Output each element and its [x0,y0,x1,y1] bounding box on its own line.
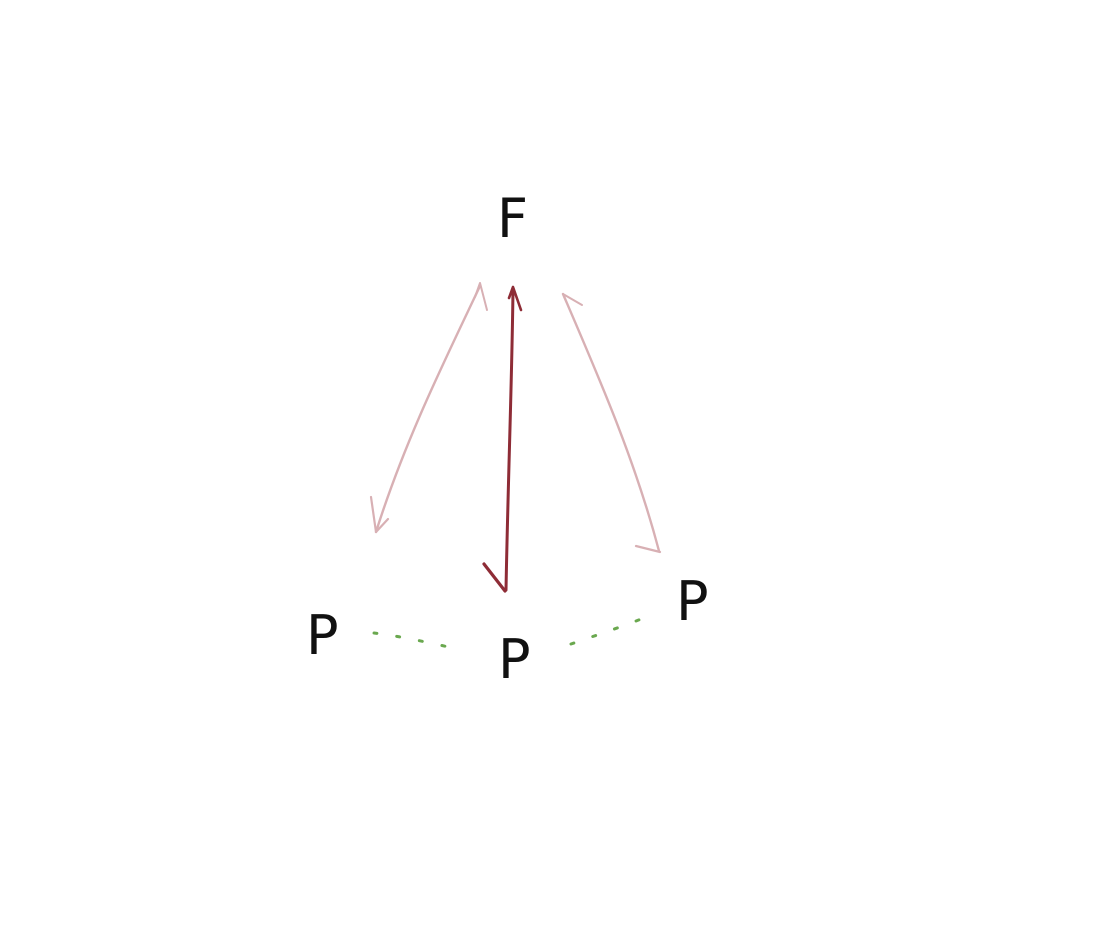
arrow-top-to-left-tail [474,282,488,311]
arrow-top-to-middle-head [482,562,507,593]
arrow-top-to-right [561,292,662,554]
arrow-top-to-left-head [369,495,390,534]
link-left-to-middle [372,631,460,651]
node-label-left: P [306,604,339,667]
arrow-top-to-middle [482,285,523,593]
arrow-top-to-right-tail [562,293,583,306]
arrow-top-to-middle-shaft [504,287,515,592]
arrow-top-to-middle-tail [507,285,523,312]
arrow-top-to-right-head [634,544,662,554]
arrow-top-to-right-shaft [561,292,661,553]
node-label-right: P [676,570,709,633]
arrow-top-to-left-shaft [374,284,482,534]
node-label-middle: P [498,628,531,691]
link-middle-to-right [569,611,658,646]
node-label-top: F [497,187,528,250]
arrow-top-to-left [369,282,488,534]
